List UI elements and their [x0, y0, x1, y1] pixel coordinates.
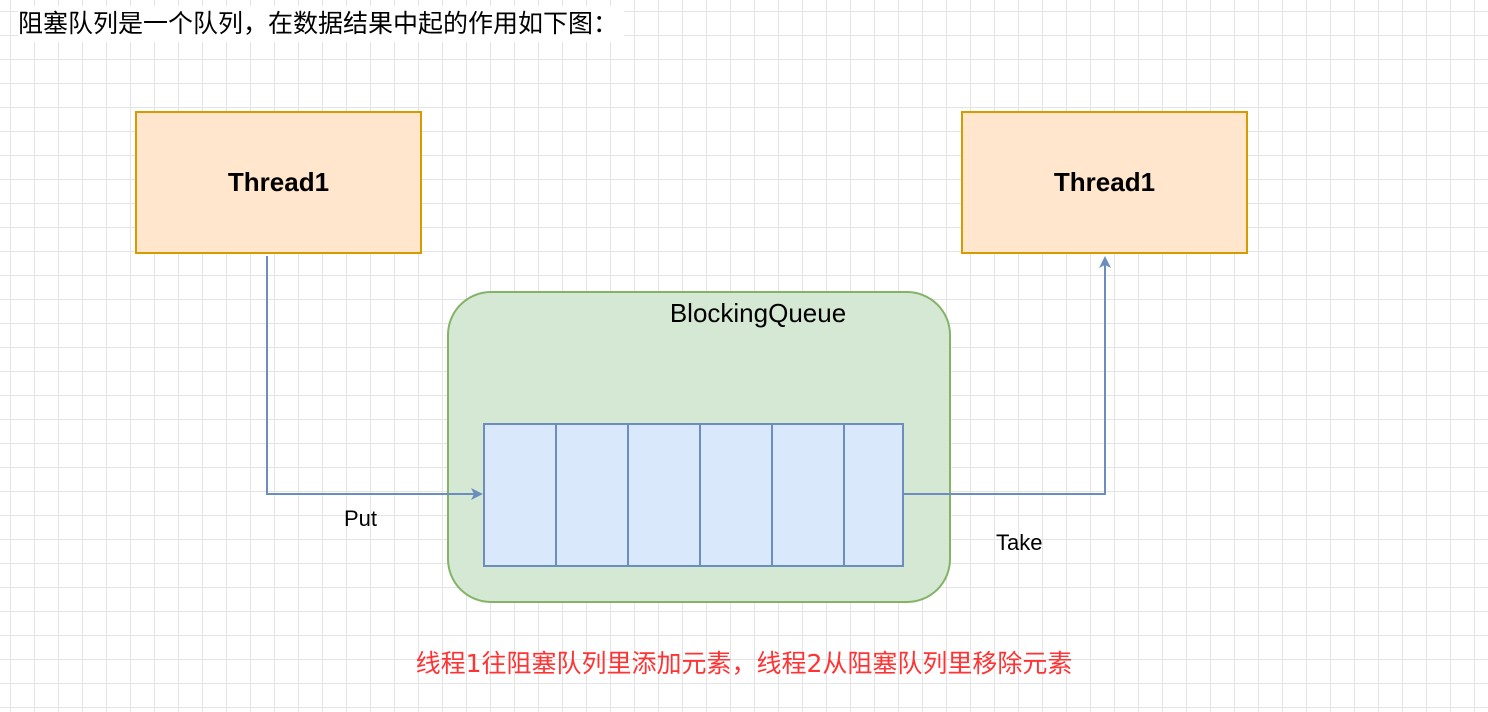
queue-slot	[555, 423, 629, 567]
blocking-queue-title: BlockingQueue	[669, 298, 847, 328]
thread-consumer-label: Thread1	[1053, 167, 1156, 197]
queue-slot	[771, 423, 845, 567]
diagram-header-text: 阻塞队列是一个队列，在数据结果中起的作用如下图：	[18, 6, 625, 42]
queue-slot	[627, 423, 701, 567]
take-arrow[interactable]	[904, 256, 1111, 495]
queue-slots	[483, 423, 904, 567]
thread-consumer-box[interactable]: Thread1	[961, 111, 1248, 254]
thread-producer-label: Thread1	[227, 167, 330, 197]
diagram-caption: 线程1往阻塞队列里添加元素，线程2从阻塞队列里移除元素	[415, 649, 1073, 678]
queue-slot	[843, 423, 904, 567]
put-label: Put	[344, 506, 378, 531]
queue-slot	[483, 423, 557, 567]
put-arrow[interactable]	[266, 256, 483, 500]
take-label: Take	[996, 530, 1043, 555]
thread-producer-box[interactable]: Thread1	[135, 111, 422, 254]
